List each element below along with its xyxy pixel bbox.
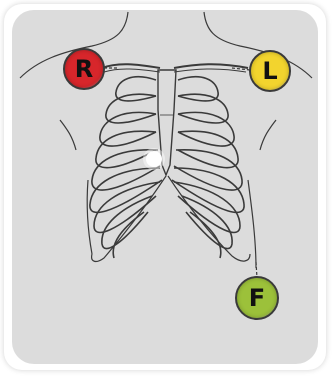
center-marker-glow: [143, 148, 165, 170]
ribs-right: [172, 77, 244, 258]
clavicles: [102, 64, 248, 72]
electrode-left-arm: L: [249, 50, 291, 92]
electrode-right-arm-label: R: [75, 55, 93, 83]
lead-wires: [104, 68, 257, 278]
electrode-right-arm: R: [63, 48, 105, 90]
electrode-foot: F: [235, 276, 279, 320]
electrode-foot-label: F: [249, 284, 265, 312]
electrode-left-arm-label: L: [262, 57, 277, 85]
